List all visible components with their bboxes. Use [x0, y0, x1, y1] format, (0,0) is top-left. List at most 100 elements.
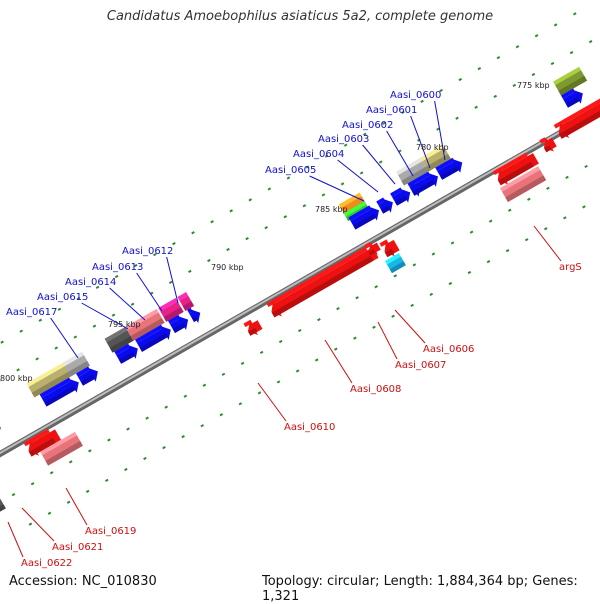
gene-label-forward[interactable]: Aasi_0613: [92, 262, 143, 273]
gene-label-forward[interactable]: Aasi_0605: [265, 165, 316, 176]
kbp-tick-label: 790 kbp: [211, 263, 244, 272]
callout-line: [258, 383, 286, 421]
guide-dash: [299, 330, 302, 331]
gene-label-reverse[interactable]: Aasi_0607: [395, 360, 446, 371]
guide-dash: [1, 341, 4, 342]
guide-dash: [48, 512, 51, 513]
guide-dash: [392, 316, 395, 317]
guide-dash: [564, 217, 567, 218]
callout-line: [395, 310, 425, 343]
gene-0596[interactable]: [554, 98, 600, 139]
callout-line: [51, 318, 78, 358]
guide-dash: [573, 13, 576, 14]
guide-dash: [583, 206, 586, 207]
guide-dash: [246, 238, 249, 239]
gene-label-reverse[interactable]: Aasi_0608: [350, 384, 401, 395]
callout-line: [338, 160, 378, 192]
guide-dash: [211, 221, 214, 222]
gene-label-forward[interactable]: Aasi_0602: [342, 120, 393, 131]
guide-dash: [413, 264, 416, 265]
guide-dash: [89, 450, 92, 451]
gene-label-forward[interactable]: Aasi_0604: [293, 149, 344, 160]
guide-dash: [547, 188, 550, 189]
guide-dash: [475, 107, 478, 108]
guide-dash: [535, 35, 538, 36]
gene-label-reverse[interactable]: Aasi_0619: [85, 526, 136, 537]
guide-dash: [337, 308, 340, 309]
callout-line: [325, 340, 352, 383]
guide-dash: [74, 336, 77, 337]
gene-label-forward[interactable]: Aasi_0603: [318, 134, 369, 145]
guide-dash: [544, 228, 547, 229]
gene-0620b[interactable]: [0, 422, 1, 444]
guide-dash: [437, 128, 440, 129]
guide-dash: [341, 183, 344, 184]
guide-dash: [360, 172, 363, 173]
guide-dash: [108, 439, 111, 440]
guide-dash: [208, 260, 211, 261]
kbp-tick-label: 780 kbp: [416, 143, 449, 152]
guide-dash: [93, 325, 96, 326]
guide-dash: [105, 480, 108, 481]
gene-label-reverse[interactable]: Aasi_0606: [423, 344, 474, 355]
gene-label-forward[interactable]: Aasi_0601: [366, 105, 417, 116]
gene-0622b[interactable]: [0, 496, 6, 517]
guide-dash: [55, 347, 58, 348]
guide-dash: [29, 523, 32, 524]
guide-dash: [566, 177, 569, 178]
guide-dash: [525, 239, 528, 240]
guide-dash: [373, 326, 376, 327]
gene-0602[interactable]: [390, 188, 410, 206]
guide-dash: [112, 314, 115, 315]
guide-dash: [528, 199, 531, 200]
guide-dash: [50, 472, 53, 473]
guide-dash: [12, 494, 15, 495]
callout-line: [8, 522, 23, 557]
callout-line: [66, 488, 87, 525]
gene-label-reverse[interactable]: Aasi_0621: [52, 542, 103, 553]
guide-dash: [39, 319, 42, 320]
guide-dash: [192, 232, 195, 233]
callout-line: [167, 257, 178, 303]
guide-dash: [516, 46, 519, 47]
guide-dash: [468, 272, 471, 273]
guide-dash: [432, 253, 435, 254]
guide-dash: [260, 352, 263, 353]
guide-dash: [430, 294, 433, 295]
guide-dash: [220, 414, 223, 415]
gene-label-reverse[interactable]: argS: [559, 262, 582, 273]
guide-dash: [131, 303, 134, 304]
guide-dash: [487, 261, 490, 262]
gene-label-forward[interactable]: Aasi_0617: [6, 307, 57, 318]
gene-label-forward[interactable]: Aasi_0612: [122, 246, 173, 257]
guide-dash: [470, 231, 473, 232]
guide-dash: [570, 52, 573, 53]
gene-label-forward[interactable]: Aasi_0600: [390, 90, 441, 101]
kbp-tick-label: 785 kbp: [315, 205, 348, 214]
gene-label-reverse[interactable]: Aasi_0610: [284, 422, 335, 433]
guide-dash: [296, 370, 299, 371]
guide-dash: [67, 502, 70, 503]
gene-label-reverse[interactable]: Aasi_0622: [21, 558, 72, 569]
guide-dash: [127, 428, 130, 429]
guide-dash: [36, 358, 39, 359]
guide-dash: [451, 242, 454, 243]
gene-label-forward[interactable]: Aasi_0615: [37, 292, 88, 303]
guide-dash: [144, 458, 147, 459]
guide-dash: [258, 392, 261, 393]
callout-line: [310, 176, 364, 201]
guide-dash: [375, 286, 378, 287]
callout-line: [378, 322, 397, 359]
gene-0611b[interactable]: [187, 308, 200, 323]
gene-0608[interactable]: [266, 247, 378, 318]
guide-dash: [189, 271, 192, 272]
gene-label-forward[interactable]: Aasi_0614: [65, 277, 116, 288]
guide-dash: [203, 385, 206, 386]
guide-dash: [459, 79, 462, 80]
guide-dash: [58, 309, 61, 310]
gene-0610[interactable]: [243, 320, 262, 336]
guide-dash: [182, 436, 185, 437]
guide-dash: [86, 491, 89, 492]
guide-dash: [69, 461, 72, 462]
guide-dash: [163, 447, 166, 448]
